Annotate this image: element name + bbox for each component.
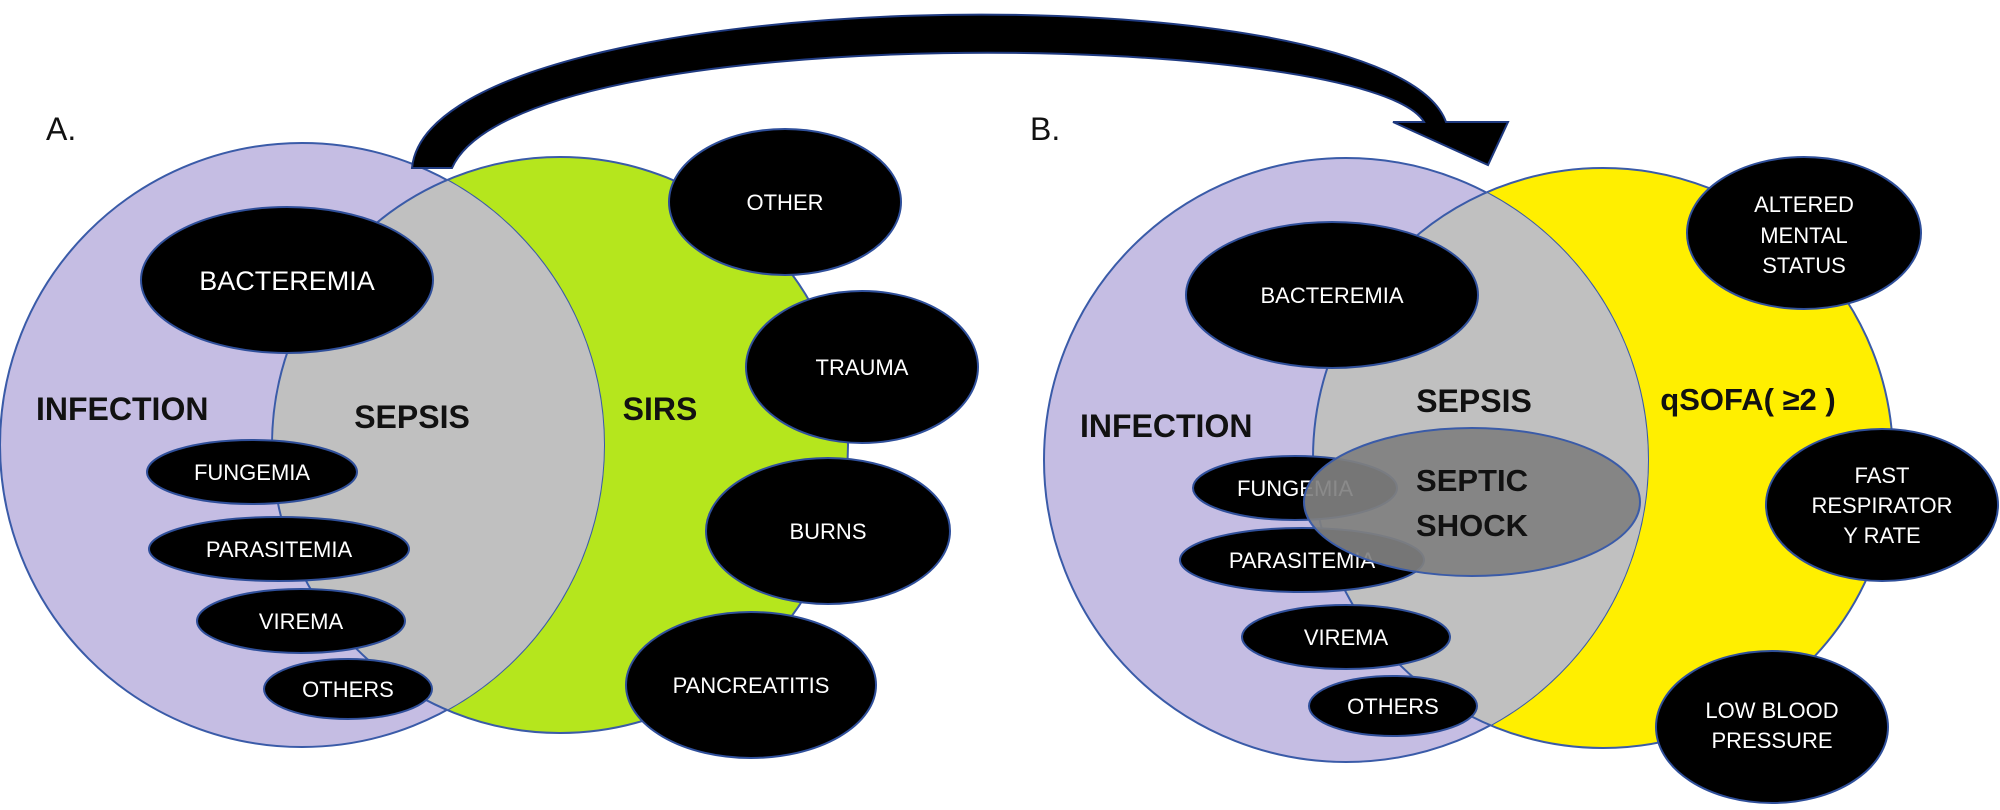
sirs-label: SIRS [623, 391, 698, 427]
pill-label-line3: Y RATE [1843, 523, 1920, 548]
panel-a: A. INFECTION SEPSIS SIRS BACTEREMIA FUNG… [0, 111, 979, 759]
infection-type-bacteremia-a: BACTEREMIA [140, 206, 434, 354]
pill-label: BACTEREMIA [1260, 283, 1403, 308]
pill-label: BACTEREMIA [199, 266, 375, 296]
panel-b: B. INFECTION SEPSIS qSOFA( ≥2 ) BACTEREM… [1030, 111, 1999, 804]
qsofa-criterion-fast-respiratory-rate: FAST RESPIRATOR Y RATE [1765, 428, 1999, 582]
infection-type-virema-b: VIREMA [1241, 604, 1451, 670]
infection-type-bacteremia-b: BACTEREMIA [1185, 221, 1479, 369]
sirs-cause-trauma: TRAUMA [745, 290, 979, 444]
pill-label: OTHERS [302, 677, 394, 702]
sepsis-label-b: SEPSIS [1416, 383, 1532, 419]
infection-label-a: INFECTION [36, 391, 208, 427]
pill-label: PARASITEMIA [206, 537, 353, 562]
pill-label-line1: ALTERED [1754, 192, 1854, 217]
panel-a-label: A. [46, 111, 76, 147]
infection-type-others-b: OTHERS [1308, 675, 1478, 737]
septic-shock-region: SEPTIC SHOCK [1303, 427, 1641, 577]
sirs-cause-pancreatitis: PANCREATITIS [625, 611, 877, 759]
septic-shock-label-line2: SHOCK [1416, 508, 1529, 543]
qsofa-label: qSOFA( ≥2 ) [1660, 382, 1835, 417]
infection-type-others-a: OTHERS [263, 658, 433, 720]
pill-label: VIREMA [1304, 625, 1389, 650]
pill-label: PANCREATITIS [673, 673, 830, 698]
qsofa-criterion-low-blood-pressure: LOW BLOOD PRESSURE [1655, 650, 1889, 804]
qsofa-criterion-altered-mental-status: ALTERED MENTAL STATUS [1686, 156, 1922, 310]
pill-label: TRAUMA [816, 355, 909, 380]
infection-type-parasitemia-a: PARASITEMIA [148, 516, 410, 582]
sepsis-label-a: SEPSIS [354, 399, 470, 435]
pill-label-line3: STATUS [1762, 253, 1846, 278]
sirs-cause-other: OTHER [668, 128, 902, 276]
transition-arrow [410, 13, 1510, 169]
pill-label: FUNGEMIA [194, 460, 310, 485]
pill-label-line2: RESPIRATOR [1812, 493, 1953, 518]
septic-shock-label-line1: SEPTIC [1416, 463, 1528, 498]
infection-type-fungemia-a: FUNGEMIA [146, 439, 358, 505]
pill-label-line2: PRESSURE [1711, 728, 1832, 753]
pill-label: BURNS [789, 519, 866, 544]
sirs-cause-burns: BURNS [705, 457, 951, 605]
pill-label-line1: FAST [1854, 463, 1909, 488]
pill-label: OTHERS [1347, 694, 1439, 719]
pill-label-line1: LOW BLOOD [1705, 698, 1838, 723]
panel-b-label: B. [1030, 111, 1060, 147]
pill-label: VIREMA [259, 609, 344, 634]
infection-label-b: INFECTION [1080, 408, 1252, 444]
pill-label: OTHER [747, 190, 824, 215]
pill-label-line2: MENTAL [1760, 223, 1848, 248]
infection-type-virema-a: VIREMA [196, 588, 406, 654]
